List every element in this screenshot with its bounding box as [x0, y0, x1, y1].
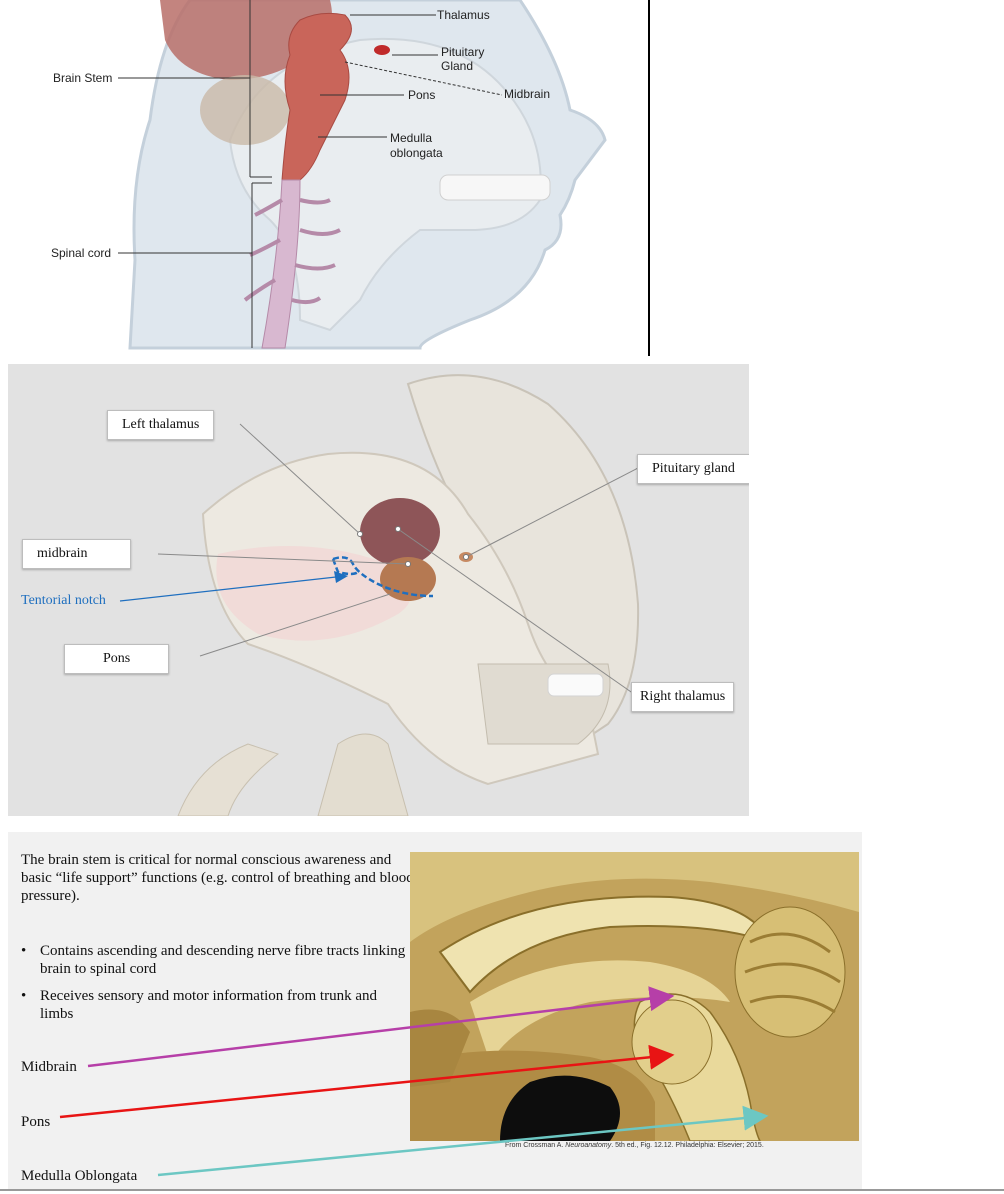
pons-callout: Pons — [64, 644, 170, 674]
brain-section-drawing — [410, 852, 859, 1141]
bottom-divider — [0, 1189, 1004, 1191]
midbrain-callout: midbrain — [22, 539, 131, 569]
pituitary-gland-callout: Pituitary gland — [637, 454, 749, 484]
medulla-label-line1: Medulla — [390, 131, 433, 145]
medulla-label-line2: oblongata — [390, 146, 443, 160]
vertical-divider — [648, 0, 650, 356]
thalamus-label: Thalamus — [437, 8, 490, 22]
brain-stem-illustration: Thalamus Pituitary Gland Midbrain Pons M… — [0, 0, 650, 350]
sagittal-brain-photo — [410, 852, 859, 1141]
bullet-symbol: • — [21, 988, 27, 1004]
intro-paragraph: The brain stem is critical for normal co… — [21, 852, 414, 904]
pons-label: Pons — [408, 88, 436, 102]
pituitary-label-line2: Gland — [441, 59, 474, 73]
brain-stem-label: Brain Stem — [53, 71, 113, 85]
skull-model-drawing — [119, 374, 640, 816]
midbrain-pointer-label: Midbrain — [21, 1059, 77, 1075]
bullet-symbol: • — [21, 943, 27, 959]
citation-prefix: From Crossman A. — [505, 1142, 566, 1149]
citation-title: Neuroanatomy — [565, 1142, 612, 1149]
bullet-item-1: • Contains ascending and descending nerv… — [21, 942, 406, 982]
bullet-text: Contains ascending and descending nerve … — [40, 943, 406, 977]
midbrain-label: Midbrain — [504, 87, 551, 101]
pituitary-label-line1: Pituitary — [441, 45, 485, 59]
skull-model-figure: Left thalamus Pituitary gland midbrain T… — [8, 364, 749, 816]
medulla-pointer-label: Medulla Oblongata — [21, 1168, 138, 1184]
pons-pointer-label: Pons — [21, 1114, 51, 1130]
left-thalamus-callout: Left thalamus — [107, 410, 215, 440]
citation-suffix: . 5th ed., Fig. 12.12. Philadelphia: Els… — [611, 1142, 764, 1149]
bullet-text: Receives sensory and motor information f… — [40, 988, 378, 1022]
spinal-cord-label: Spinal cord — [51, 246, 112, 260]
bullet-item-2: • Receives sensory and motor information… — [21, 987, 406, 1027]
tentorial-notch-label: Tentorial notch — [21, 593, 106, 608]
right-thalamus-callout: Right thalamus — [631, 682, 735, 712]
image-citation: From Crossman A. Neuroanatomy. 5th ed., … — [505, 1142, 764, 1149]
head-silhouette-drawing — [118, 0, 607, 350]
